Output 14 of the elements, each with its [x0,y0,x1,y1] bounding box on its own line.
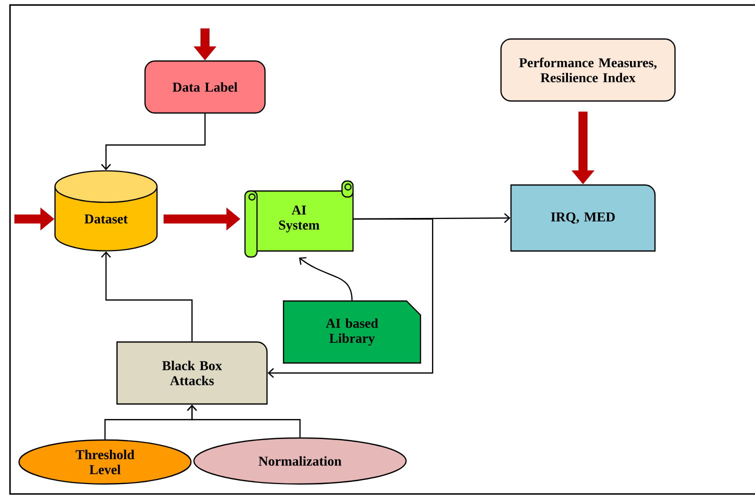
scroll-box: AI System [244,180,354,258]
process-box: Data Label [144,60,266,114]
arrow [101,251,193,342]
arrow [299,257,353,300]
database-cylinder: Dataset [54,170,158,252]
document-box: AI based Library [282,300,422,364]
arrow [268,218,434,378]
ellipse-node: Normalization [193,437,407,485]
process-box: Black Box Attacks [116,341,268,405]
arrow [101,114,206,170]
process-box: Performance Measures, Resilience Index [500,38,676,102]
arrow [187,404,301,438]
ellipse-node: Threshold Level [18,439,192,485]
process-box: IRQ, MED [510,184,656,252]
